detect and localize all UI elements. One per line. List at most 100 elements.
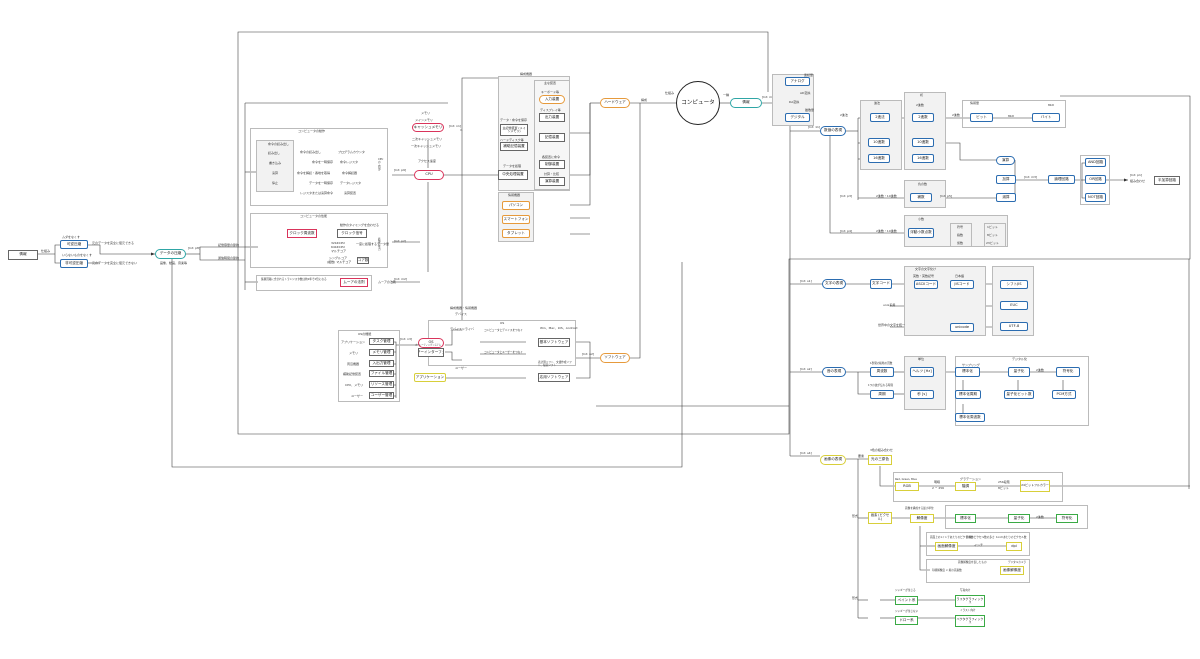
node-half-adder[interactable]: 半加算回路: [1154, 176, 1180, 185]
node-lossless[interactable]: 可逆圧縮: [60, 240, 88, 249]
node-operations[interactable]: 演算: [996, 156, 1015, 165]
node-os[interactable]: OS: [418, 338, 444, 348]
node-info[interactable]: 情報: [730, 98, 762, 108]
root-node[interactable]: 情報: [8, 250, 38, 260]
node-unicode[interactable]: unicode: [950, 323, 974, 332]
node-pcm[interactable]: PCM方式: [1052, 390, 1076, 399]
node-base-10[interactable]: 10進数: [868, 138, 890, 147]
os-memory[interactable]: メモリ管理: [369, 349, 394, 356]
node-dpi[interactable]: dpi: [1006, 542, 1022, 551]
node-raster[interactable]: ラスタグラフィックス: [955, 595, 985, 607]
node-output-device[interactable]: 出力装置: [539, 113, 565, 122]
node-add[interactable]: 加算: [996, 175, 1016, 184]
node-base-2[interactable]: 2進法: [870, 113, 890, 122]
perf-right: 一度に処理するデータ量: [356, 242, 390, 246]
node-and[interactable]: AND回路: [1085, 158, 1106, 167]
node-memory-device[interactable]: 記憶装置: [539, 133, 565, 142]
node-sampling-period[interactable]: 標本化周期: [955, 390, 981, 399]
node-moores-law[interactable]: ムーアの法則: [340, 278, 368, 287]
os-io[interactable]: 入出力管理: [369, 360, 394, 367]
node-screen-resolution[interactable]: 画面解像度: [935, 542, 958, 551]
os-resource[interactable]: リソース管理: [369, 381, 394, 388]
edge-label: Red, Green, Blue: [895, 478, 917, 481]
node-logic-circuit[interactable]: 論理回路: [1048, 175, 1075, 184]
node-data-compression[interactable]: データの圧縮: [155, 249, 186, 259]
node-base-16[interactable]: 16進数: [868, 154, 890, 163]
node-analog[interactable]: アナログ: [785, 77, 810, 86]
node-frequency[interactable]: 周波数: [870, 367, 894, 377]
os-task[interactable]: タスク管理: [369, 338, 394, 345]
node-hertz[interactable]: ヘルツ [Hz]: [910, 367, 934, 377]
node-input-device[interactable]: 入力装置: [539, 95, 565, 104]
node-cpu[interactable]: CPU: [414, 170, 444, 180]
node-binary[interactable]: 2進数: [912, 113, 934, 122]
node-byte[interactable]: バイト: [1032, 113, 1060, 122]
node-smartphone[interactable]: スマートフォン: [502, 215, 530, 224]
node-control-device[interactable]: 制御装置: [539, 160, 565, 169]
node-char-code[interactable]: 文字コード: [870, 279, 892, 289]
node-ascii[interactable]: ASCIIコード: [914, 280, 938, 289]
node-img-quantize[interactable]: 量子化: [1008, 514, 1030, 523]
node-img-sampling[interactable]: 標本化: [955, 514, 976, 523]
node-char-repr[interactable]: 文字の表現: [822, 279, 846, 289]
node-image-repr[interactable]: 画像の表現: [820, 455, 846, 465]
node-sound-repr[interactable]: 音の表現: [822, 367, 846, 377]
node-number-repr[interactable]: 数値の表現: [820, 126, 846, 136]
node-software[interactable]: ソフトウェア: [600, 353, 630, 363]
node-computer[interactable]: コンピュータ: [676, 81, 720, 125]
node-digital[interactable]: デジタル: [785, 113, 810, 122]
node-encode[interactable]: 符号化: [1056, 367, 1080, 377]
node-utf8[interactable]: UTF-8: [1000, 322, 1028, 331]
node-processing-unit[interactable]: 中央処理装置: [498, 170, 528, 180]
node-resolution[interactable]: 解像度: [910, 514, 934, 523]
node-image-resolution[interactable]: 画像解像度: [1000, 566, 1024, 575]
edge-label: アクセス速度: [418, 159, 436, 163]
perf-row: マルチコア: [331, 249, 347, 253]
node-full-color[interactable]: 24ビットフルカラー: [1020, 480, 1050, 492]
node-aux-storage[interactable]: 補助記憶装置: [500, 142, 528, 151]
node-cache-memory[interactable]: キャッシュメモリ: [412, 123, 444, 132]
node-three-primary[interactable]: 光の三原色: [868, 455, 892, 465]
node-img-encode[interactable]: 符号化: [1056, 514, 1078, 523]
node-pixel[interactable]: 画素 (ピクセル): [868, 512, 892, 524]
node-hex[interactable]: 16進数: [912, 154, 934, 163]
node-decimal[interactable]: 10進数: [912, 138, 934, 147]
node-euc[interactable]: EUC: [1000, 301, 1028, 310]
node-period[interactable]: 周期: [870, 390, 894, 399]
node-clock-signal[interactable]: クロック信号: [337, 229, 367, 238]
node-pc[interactable]: パソコン: [502, 201, 530, 210]
node-paint[interactable]: ペイント系: [895, 596, 918, 605]
edge-label: キーボード等: [541, 90, 560, 94]
node-hardware[interactable]: ハードウェア: [600, 98, 630, 108]
node-sampling-freq[interactable]: 標本化周波数: [955, 413, 985, 422]
node-core-count[interactable]: コア数: [357, 257, 369, 264]
node-rgb[interactable]: RGB: [895, 482, 919, 491]
node-app-software[interactable]: 応用ソフトウェア: [538, 373, 570, 382]
node-main-memory[interactable]: 主記憶装置 (メインメモリ): [500, 124, 528, 136]
node-lossy[interactable]: 非可逆圧縮: [60, 259, 88, 268]
node-bit[interactable]: ビット: [970, 113, 993, 122]
node-gradation[interactable]: 階調: [955, 482, 976, 491]
node-float[interactable]: 浮動小数点数: [908, 228, 934, 238]
node-second[interactable]: 秒 [s]: [910, 390, 934, 399]
node-sub[interactable]: 減算: [996, 193, 1016, 202]
node-jis[interactable]: JISコード: [950, 280, 974, 289]
node-applications[interactable]: アプリケーション: [414, 373, 446, 382]
node-shiftjis[interactable]: シフトJIS: [1000, 280, 1028, 289]
node-complement[interactable]: 補数: [910, 193, 932, 202]
node-quant-bits[interactable]: 量子化ビット数: [1004, 390, 1034, 399]
os-user[interactable]: ユーザー管理: [369, 392, 394, 399]
node-draw[interactable]: ドロー系: [895, 616, 918, 625]
node-or[interactable]: OR回路: [1085, 175, 1106, 184]
node-vector[interactable]: ベクタグラフィックス: [955, 615, 985, 627]
node-quantize[interactable]: 量子化: [1008, 367, 1030, 377]
node-tablet[interactable]: タブレット: [502, 229, 530, 238]
os-file[interactable]: ファイル管理: [369, 370, 394, 377]
node-not[interactable]: NOT回路: [1085, 193, 1106, 202]
node-sampling[interactable]: 標本化: [955, 367, 980, 377]
node-clock-frequency[interactable]: クロック周波数: [287, 229, 317, 238]
node-basic-software[interactable]: 基本ソフトウェア: [538, 338, 570, 347]
node-calc-device[interactable]: 演算装置: [539, 177, 565, 186]
node-os-ui[interactable]: ユーザーインターフェース: [418, 348, 444, 357]
